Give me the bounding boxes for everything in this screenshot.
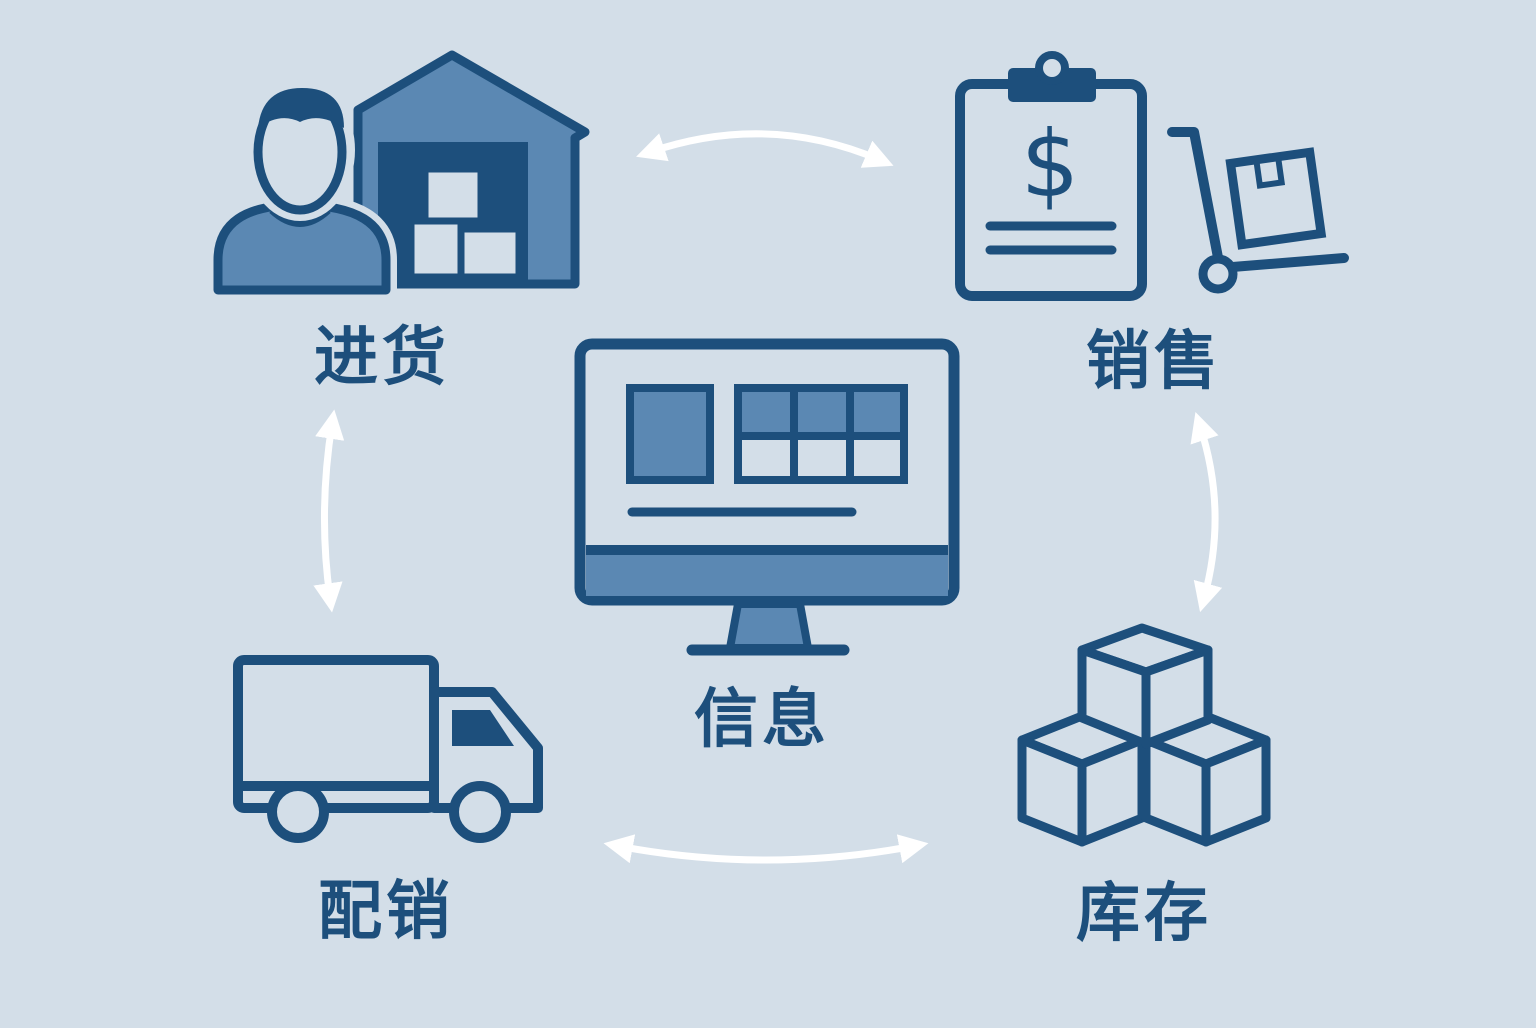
person-icon bbox=[207, 79, 397, 301]
arrows bbox=[313, 130, 1223, 864]
arrow-inventory-distribution bbox=[603, 834, 929, 864]
label-purchasing: 进货 bbox=[314, 321, 450, 395]
stacked-boxes-icon bbox=[1017, 623, 1271, 847]
label-inventory: 库存 bbox=[1076, 877, 1212, 951]
arrow-sales-inventory bbox=[1190, 412, 1223, 613]
arrow-distribution-purchasing bbox=[313, 409, 345, 613]
dollar-sign: $ bbox=[1021, 111, 1080, 218]
arrow-purchasing-sales bbox=[636, 130, 894, 168]
label-information: 信息 bbox=[694, 683, 830, 757]
clipboard-dollar-icon: $ bbox=[955, 51, 1147, 301]
computer-monitor-icon bbox=[574, 338, 960, 656]
warehouse-icon bbox=[353, 50, 590, 289]
label-distribution: 配销 bbox=[318, 875, 454, 949]
label-sales: 销售 bbox=[1086, 325, 1222, 399]
hand-truck-icon bbox=[1167, 127, 1349, 294]
truck-icon bbox=[233, 655, 543, 843]
